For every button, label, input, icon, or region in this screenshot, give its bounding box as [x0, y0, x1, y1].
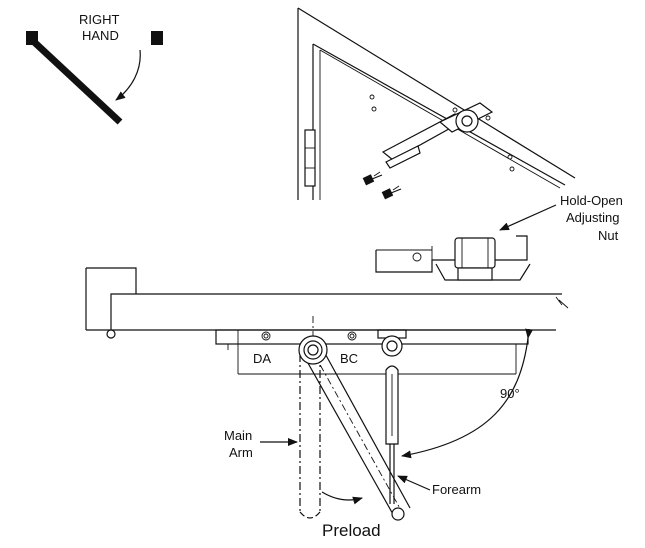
bc-label: BC [340, 351, 358, 366]
main-arm-label-line1: Main [224, 428, 252, 443]
hold-open-label-line1: Hold-Open [560, 193, 623, 208]
handing-label-line2: HAND [82, 28, 119, 43]
hold-open-leader-arrow [499, 204, 557, 231]
swing-direction-arrow [115, 49, 141, 101]
ninety-degree-arc [401, 328, 534, 459]
forearm-leader-arrow [397, 475, 431, 491]
forearm-icon [381, 335, 405, 521]
preload-label: Preload [322, 521, 381, 540]
preload-arc [321, 491, 363, 505]
main-arm-icon [298, 335, 411, 517]
screws-icon [362, 171, 402, 200]
latch-jamb-block-icon [151, 31, 163, 45]
perspective-view [297, 7, 576, 200]
main-arm-start-position-icon [299, 354, 321, 519]
forearm-label: Forearm [432, 482, 481, 497]
hold-open-label-line3: Nut [598, 228, 619, 243]
forearm-pivot-icon [391, 507, 405, 521]
door-swing-icon [29, 37, 123, 125]
handing-diagram: RIGHT HAND [26, 12, 163, 125]
hold-open-nut-detail: Hold-Open Adjusting Nut [375, 193, 623, 281]
hinge-pivot-icon [106, 329, 116, 339]
plan-view: DA BC 90° [85, 267, 569, 540]
closer-arm-perspective-icon [381, 102, 494, 169]
handing-label-line1: RIGHT [79, 12, 120, 27]
da-label: DA [253, 351, 271, 366]
angle-label: 90° [500, 386, 520, 401]
hold-open-label-line2: Adjusting [566, 210, 619, 225]
door-hinge-icon [304, 129, 316, 187]
main-arm-label-line2: Arm [229, 445, 253, 460]
